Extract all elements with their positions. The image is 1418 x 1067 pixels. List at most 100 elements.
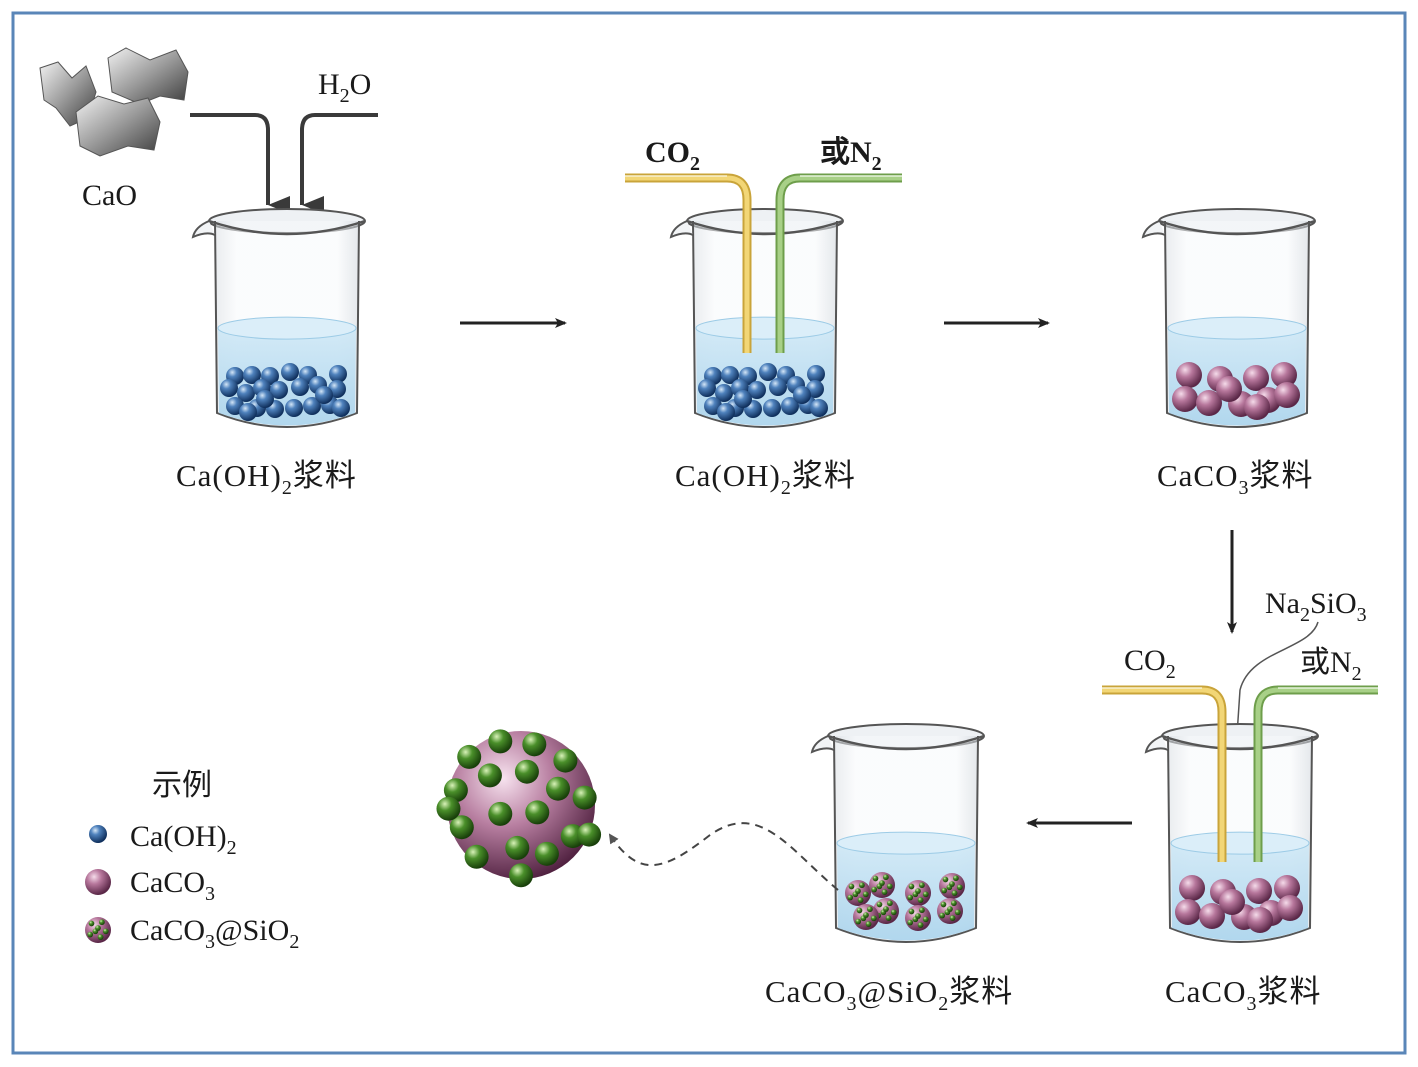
caption-slurry-4: CaCO3浆料 <box>1165 974 1322 1015</box>
caoh2-particle <box>717 403 735 421</box>
enlarged-sio2-particle <box>457 744 482 769</box>
caoh2-particle <box>303 397 321 415</box>
caco3-sio2-particle <box>853 904 879 930</box>
sio2-particle <box>857 897 864 904</box>
caoh2-particle <box>239 403 257 421</box>
sio2-particle <box>907 894 914 901</box>
cao-label: CaO <box>82 179 137 212</box>
caco3-particle <box>1277 895 1303 921</box>
enlarged-sio2-particle <box>464 844 489 869</box>
legend-caoh2-swatch <box>89 825 107 843</box>
caoh2-particle <box>781 397 799 415</box>
sio2-particle <box>954 909 961 916</box>
beaker-rim-front <box>686 219 844 236</box>
caco3-particle <box>1196 390 1222 416</box>
co2-tube <box>1102 687 1225 862</box>
slurry-surface <box>836 831 976 855</box>
sio2-particle <box>922 916 929 923</box>
n2-tube <box>777 175 902 353</box>
cao-feed-arrow <box>190 113 290 214</box>
sio2-particle <box>890 909 897 916</box>
sio2-particle <box>908 908 915 915</box>
na2sio3-label: Na2SiO3 <box>1265 587 1367 626</box>
caoh2-particle <box>810 399 828 417</box>
legend-title: 示例 <box>152 769 212 802</box>
caco3-particle <box>1216 376 1242 402</box>
sio2-particle <box>953 875 959 882</box>
caco3-particle <box>1179 875 1205 901</box>
sio2-particle <box>956 884 963 891</box>
enlarged-sio2-particle <box>488 729 513 754</box>
caco3-particle <box>1219 889 1245 915</box>
sio2-particle <box>879 880 885 886</box>
sio2-particle <box>919 882 925 889</box>
beaker-rim-front <box>1161 734 1319 751</box>
caoh2-particle <box>256 390 274 408</box>
co2-tube <box>625 175 750 353</box>
sio2-particle <box>95 925 101 931</box>
beaker-caoh2-carbonation <box>625 173 902 428</box>
caoh2-particle <box>748 381 766 399</box>
caco3-particle <box>1247 907 1273 933</box>
caco3-particle <box>1176 362 1202 388</box>
beaker-caco3-slurry <box>1141 208 1316 428</box>
caco3-sio2-particle <box>845 880 871 906</box>
caoh2-particle <box>329 365 347 383</box>
enlarged-sio2-particle <box>443 778 468 803</box>
h2o-feed-arrow <box>300 113 378 214</box>
sio2-particle <box>99 919 105 926</box>
co2-label-bold: CO2 <box>645 136 700 175</box>
sio2-particle <box>855 888 861 894</box>
sio2-particle <box>940 901 947 908</box>
enlarged-sio2-particle <box>572 785 597 810</box>
enlarged-sio2-particle <box>577 822 602 847</box>
enlarged-sio2-particle <box>436 796 461 821</box>
sio2-particle <box>862 891 869 898</box>
caco3-sio2-particle <box>905 880 931 906</box>
sio2-particle <box>919 907 925 914</box>
caoh2-particle <box>763 399 781 417</box>
legend-caco3-sio2-label: CaCO3@SiO2 <box>130 914 299 953</box>
sio2-particle <box>865 921 872 928</box>
caption-slurry-3: CaCO3浆料 <box>1157 458 1314 499</box>
legend-caco3-sio2-swatch <box>85 917 111 943</box>
n2-tube <box>1255 687 1378 862</box>
enlarged-sio2-particle <box>553 748 578 773</box>
caoh2-particle <box>759 363 777 381</box>
legend-caco3-label: CaCO3 <box>130 866 215 905</box>
caoh2-particle <box>315 386 333 404</box>
cao-rocks-icon <box>39 47 189 157</box>
caoh2-particle <box>698 379 716 397</box>
enlarged-sio2-particle <box>488 801 513 826</box>
caco3-particle <box>1274 875 1300 901</box>
caoh2-particle <box>281 363 299 381</box>
sio2-particle <box>856 907 863 914</box>
sio2-particle <box>915 913 921 919</box>
n2-label-plain: 或N2 <box>1300 646 1362 685</box>
legend: 示例 Ca(OH)2 CaCO3 CaCO3@SiO2 <box>85 769 299 953</box>
n2-label-bold: 或N2 <box>820 136 882 175</box>
sio2-particle <box>949 881 955 887</box>
caption-slurry-1: Ca(OH)2浆料 <box>176 458 357 499</box>
caco3-sio2-particle <box>873 898 899 924</box>
enlarged-sio2-particle <box>449 815 474 840</box>
enlarged-sio2-particle <box>509 863 533 888</box>
beaker-spout <box>191 220 216 239</box>
enlarged-sio2-particle <box>522 732 547 757</box>
sio2-particle <box>863 912 869 918</box>
caco3-particle <box>1199 903 1225 929</box>
figure-frame <box>11 11 1407 1055</box>
caco3-particle <box>1172 386 1198 412</box>
sio2-particle <box>922 891 929 898</box>
caoh2-particle <box>734 390 752 408</box>
slurry-surface <box>1170 831 1310 855</box>
slurry-surface <box>695 316 835 340</box>
legend-caoh2-label: Ca(OH)2 <box>130 820 237 859</box>
caoh2-particle <box>807 365 825 383</box>
zoom-dashed-arrow <box>608 822 839 891</box>
sio2-particle <box>915 888 921 894</box>
co2-label-plain: CO2 <box>1124 644 1176 683</box>
caoh2-particle <box>270 381 288 399</box>
sio2-particle <box>881 889 888 896</box>
